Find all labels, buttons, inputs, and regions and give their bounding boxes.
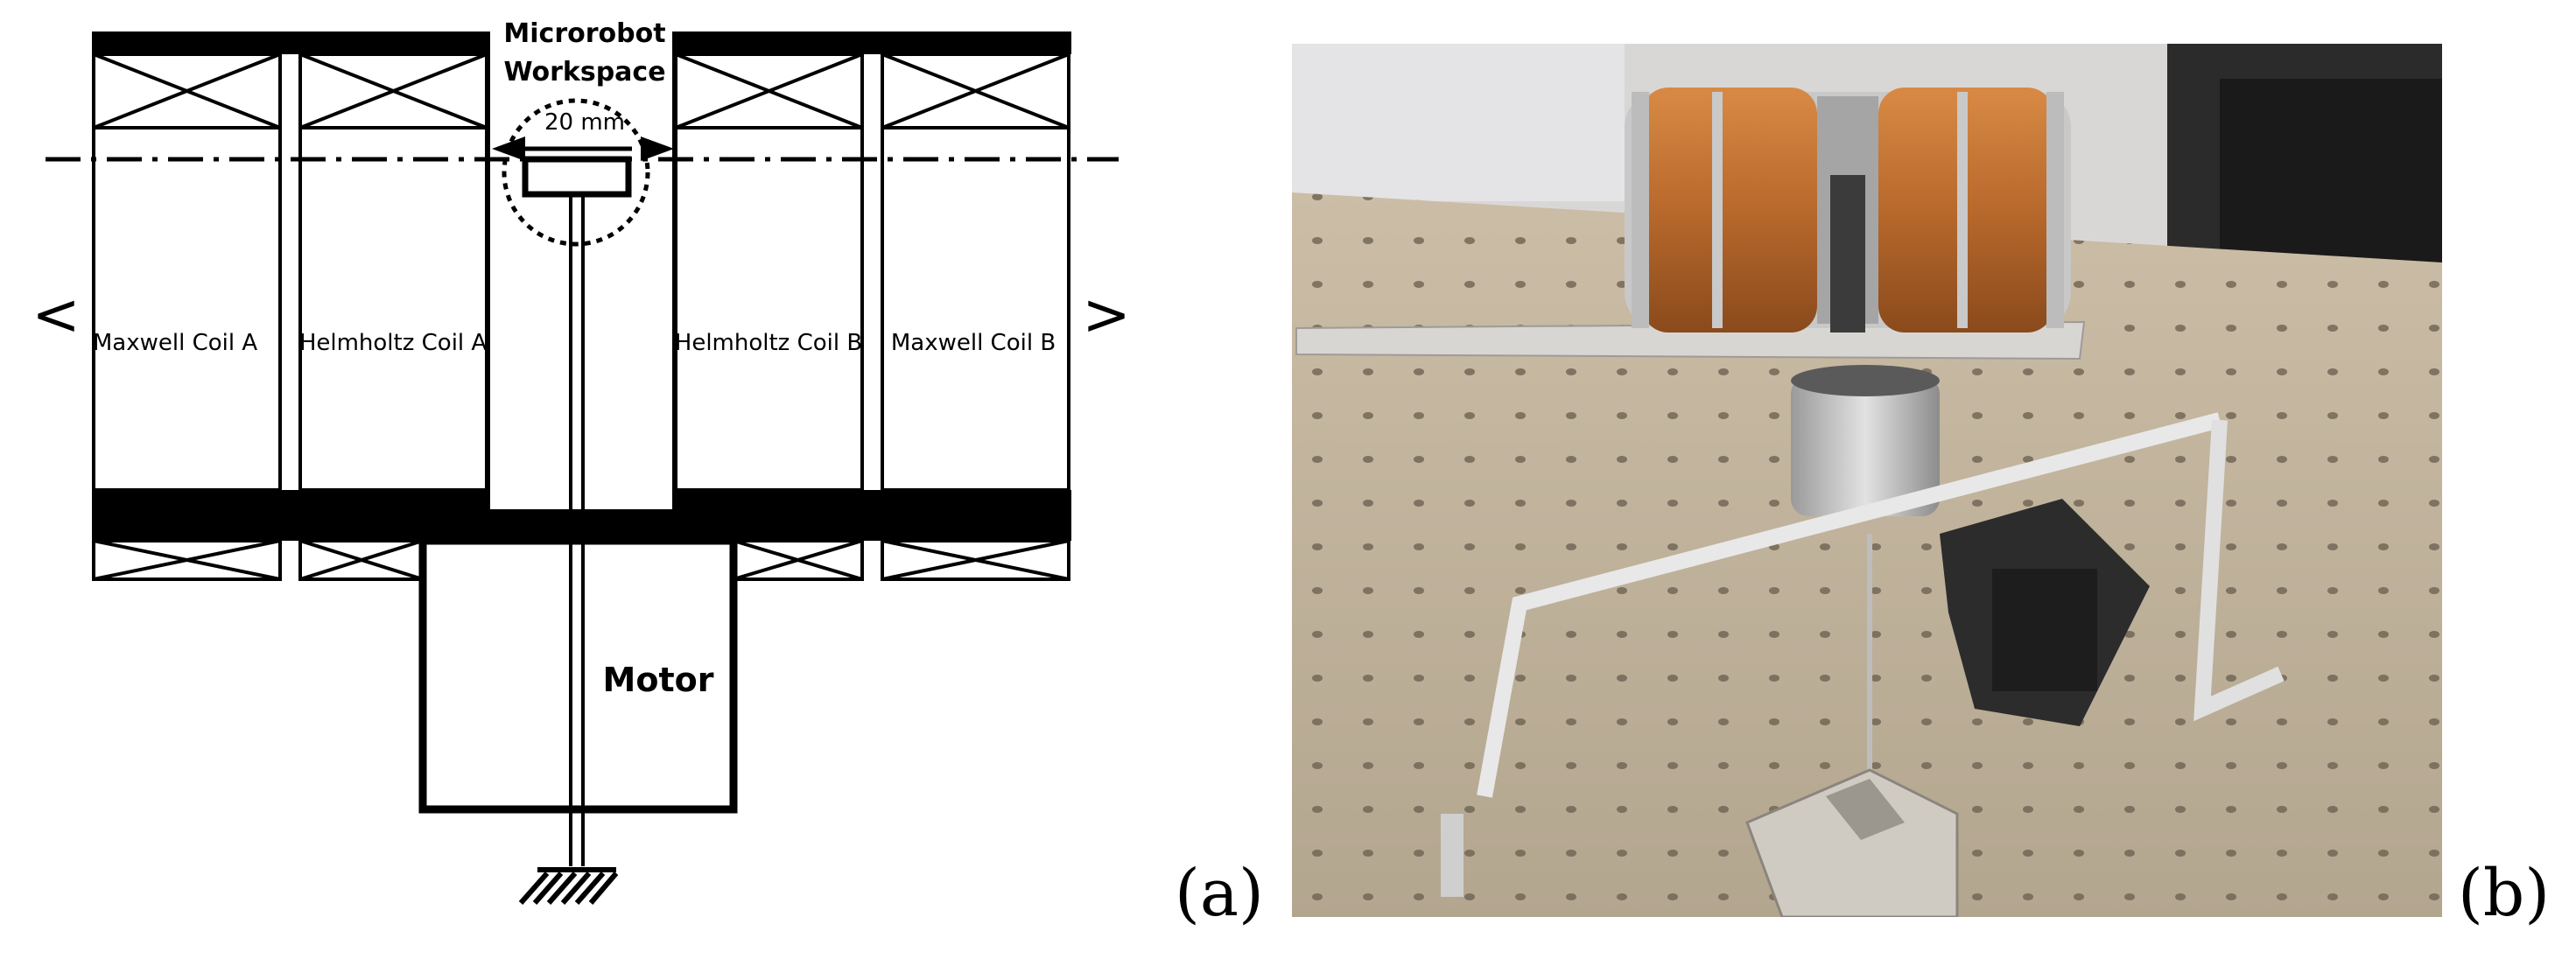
helmholtz-coil-b-body — [674, 126, 864, 492]
workspace-title-line1: Microrobot — [503, 18, 665, 49]
motor-box — [418, 536, 738, 814]
setup-photo-illustration — [1292, 44, 2442, 917]
helmholtz-coil-b-label: Helmholtz Coil B — [675, 330, 862, 356]
motor-label: Motor — [603, 661, 714, 699]
coil-schematic-diagram: Microrobot Workspace 20 mm Maxwell Coil … — [32, 18, 1131, 905]
left-arrow-symbol: < — [32, 281, 80, 348]
top-bar-right — [674, 32, 1071, 54]
dimension-label: 20 mm — [544, 109, 625, 136]
maxwell-coil-a-label: Maxwell Coil A — [93, 330, 257, 356]
coil-bodies — [92, 32, 1070, 509]
workspace-title-line2: Workspace — [503, 57, 665, 88]
setup-photo — [1292, 44, 2442, 917]
motor-shaft — [569, 194, 585, 866]
ground-symbol — [518, 867, 619, 905]
helmholtz-coil-a-label: Helmholtz Coil A — [299, 330, 488, 356]
panel-label-b: (b) — [2458, 856, 2551, 931]
right-arrow-symbol: > — [1082, 281, 1130, 348]
dimension-arrows — [492, 136, 674, 161]
panel-label-a: (a) — [1175, 856, 1264, 931]
workspace-circle — [502, 98, 650, 247]
top-bar-left — [92, 32, 488, 54]
maxwell-coil-b-label: Maxwell Coil B — [891, 330, 1056, 356]
microrobot-holder — [522, 156, 632, 198]
maxwell-coil-a-body — [92, 126, 282, 492]
helmholtz-coil-a-body — [298, 126, 488, 492]
bottom-winding-boxes — [92, 539, 1070, 581]
maxwell-coil-b-body — [881, 126, 1070, 492]
